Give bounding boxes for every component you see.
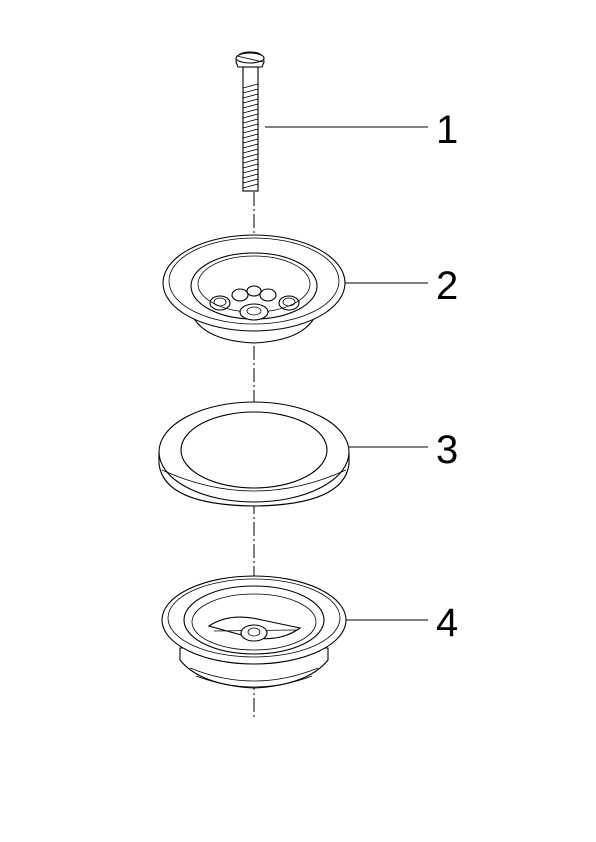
callout-4: 4 (436, 601, 458, 645)
strainer-part (162, 234, 346, 344)
seal-ring-part (158, 401, 350, 507)
drain-body-part (161, 575, 347, 689)
screw-part (235, 51, 265, 192)
callout-3: 3 (436, 428, 458, 472)
callout-1: 1 (436, 108, 458, 152)
callout-2: 2 (436, 264, 458, 308)
screw-thread (242, 83, 259, 189)
